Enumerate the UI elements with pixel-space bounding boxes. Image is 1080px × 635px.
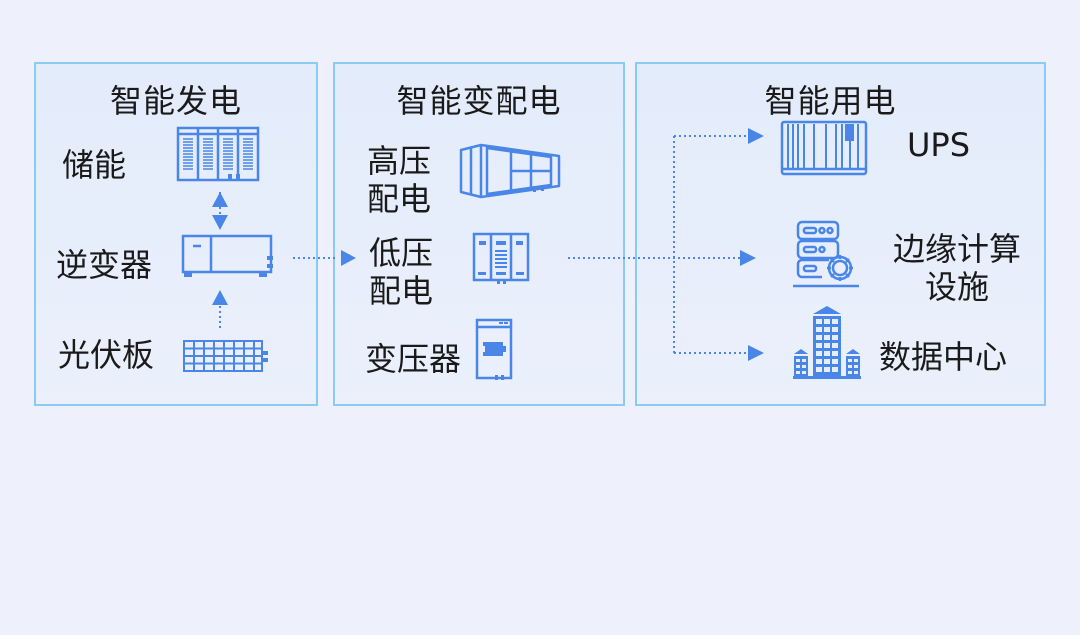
panel-smart-distribution: 智能变配电 高压配电 低压配电 变压器: [333, 62, 625, 406]
inverter-icon: [181, 234, 273, 277]
panel-smart-generation: 智能发电 储能 逆变器 光伏板: [34, 62, 318, 406]
battery-storage-icon: [176, 126, 260, 182]
label-edge-computing: 边缘计算设施: [892, 230, 1021, 306]
label-solar-panel: 光伏板: [58, 336, 155, 374]
label-energy-storage: 储能: [62, 146, 127, 184]
label-inverter: 逆变器: [56, 246, 153, 284]
low-voltage-cabinet-icon: [472, 232, 530, 284]
data-center-building-icon: [793, 306, 861, 379]
label-ups: UPS: [907, 126, 971, 164]
panel-title: 智能发电: [109, 82, 242, 120]
edge-server-gear-icon: [793, 220, 859, 288]
transformer-icon: [475, 318, 513, 380]
label-high-voltage-distribution: 高压配电: [367, 142, 432, 218]
panel-title: 智能变配电: [396, 82, 562, 120]
ups-icon: [780, 120, 868, 176]
label-transformer: 变压器: [365, 340, 462, 378]
panel-title: 智能用电: [764, 82, 897, 120]
label-low-voltage-distribution: 低压配电: [369, 234, 434, 310]
high-voltage-container-icon: [459, 143, 561, 199]
label-data-center: 数据中心: [879, 338, 1008, 376]
panel-smart-consumption: 智能用电 UPS 边缘计算设施 数据中心: [635, 62, 1046, 406]
solar-panel-icon: [183, 340, 268, 372]
